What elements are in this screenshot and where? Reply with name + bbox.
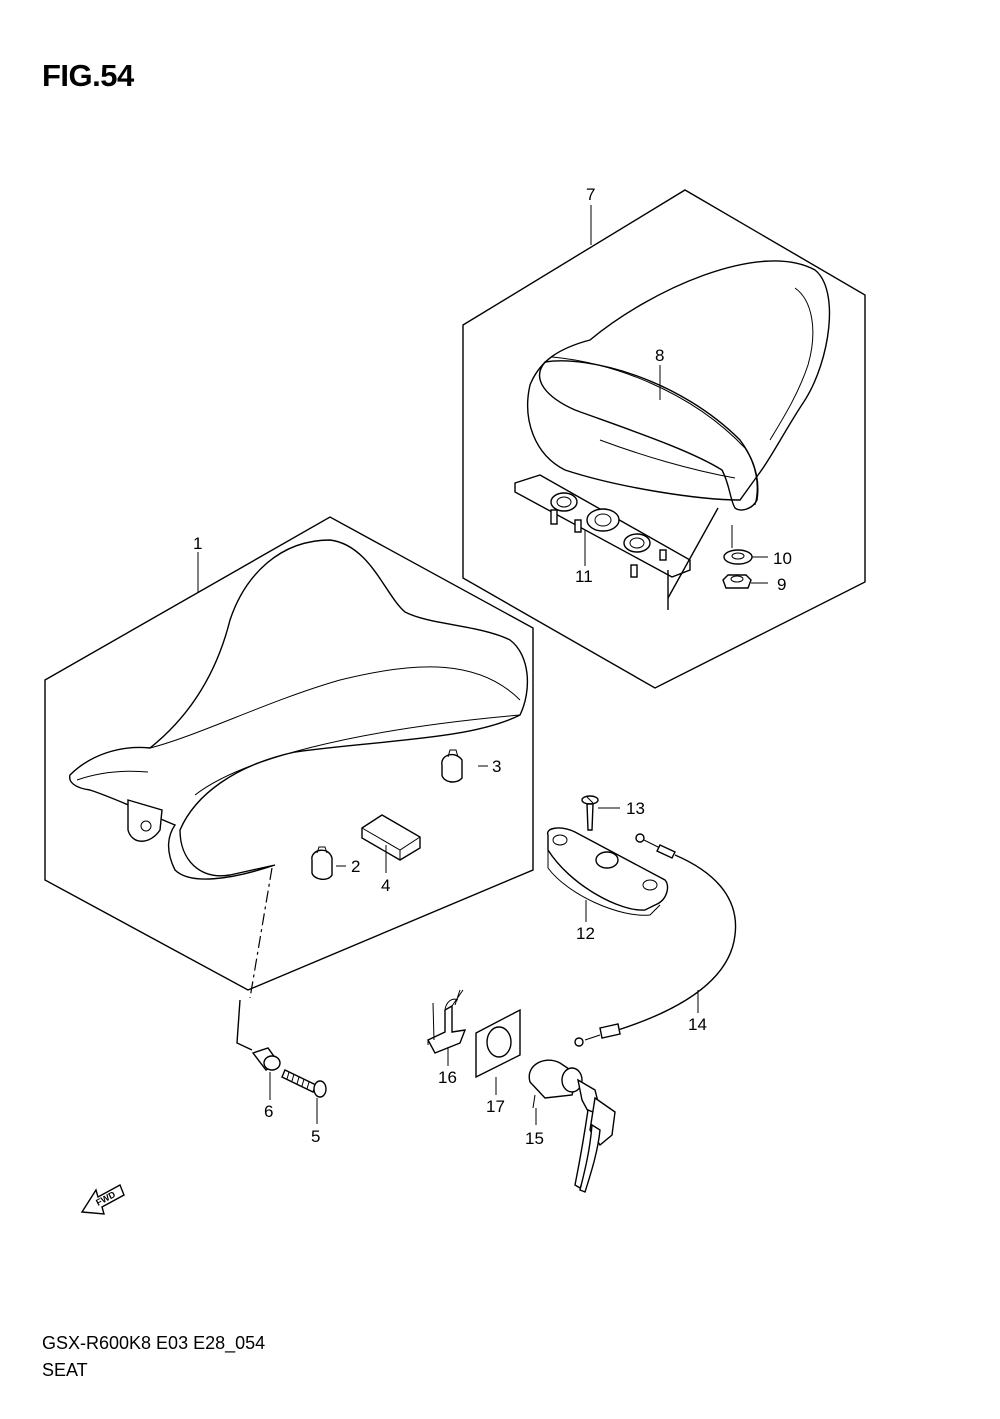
figure-code: GSX-R600K8 E03 E28_054 [42, 1333, 266, 1353]
callout-7: 7 [586, 185, 595, 204]
seat-pad-4 [361, 814, 421, 861]
seat-lock-bracket [546, 827, 669, 916]
leader-lines [197, 205, 768, 1125]
callout-6: 6 [264, 1102, 273, 1121]
callout-1: 1 [193, 534, 202, 553]
seat-lock-cable [574, 833, 737, 1047]
seat-cushion-2 [311, 846, 333, 880]
rear-seat-bracket [514, 474, 719, 610]
front-seat-assembly-box [44, 516, 534, 991]
rear-seat-assembly-box [462, 189, 866, 689]
callout-12: 12 [576, 924, 595, 943]
callout-5: 5 [311, 1127, 320, 1146]
callout-17: 17 [486, 1097, 505, 1116]
callout-3: 3 [492, 757, 501, 776]
callout-2: 2 [351, 857, 360, 876]
lock-cover-plate [475, 1008, 521, 1079]
callout-16: 16 [438, 1068, 457, 1087]
seat-bolt [281, 1069, 327, 1098]
callout-10: 10 [773, 549, 792, 568]
callout-8: 8 [655, 346, 664, 365]
cushion-washer [723, 525, 753, 565]
callout-9: 9 [777, 575, 786, 594]
rear-seat-cover [526, 260, 831, 511]
callout-13: 13 [626, 799, 645, 818]
figure-title: FIG.54 [42, 58, 134, 93]
forward-arrow-icon: FWD [80, 1184, 125, 1215]
seat-collar [236, 999, 281, 1071]
lock-screw [581, 795, 599, 831]
cushion-nut [722, 574, 752, 589]
seat-cushion-3 [441, 749, 463, 783]
figure-name: SEAT [42, 1360, 88, 1380]
seat-lock-assembly [528, 1059, 616, 1193]
lock-holder-clip [427, 989, 467, 1054]
front-seat [68, 539, 529, 999]
callout-labels: 1 2 3 4 5 6 7 8 9 10 11 12 13 14 15 16 1… [193, 185, 792, 1148]
callout-11: 11 [575, 567, 593, 586]
callout-4: 4 [381, 876, 390, 895]
callout-14: 14 [688, 1015, 707, 1034]
callout-15: 15 [525, 1129, 544, 1148]
